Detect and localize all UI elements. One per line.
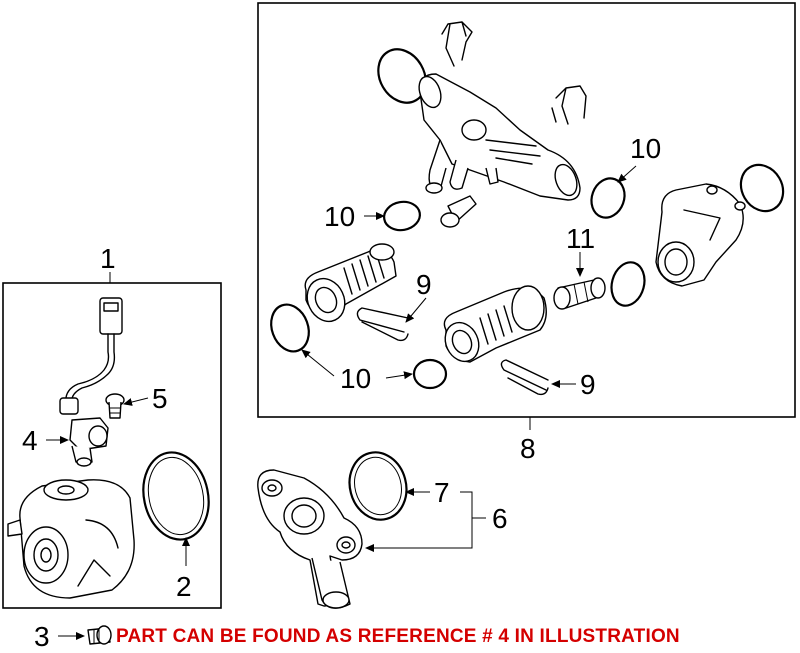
retaining-clip-right <box>551 85 587 125</box>
outlet-elbow <box>655 183 746 287</box>
callout-5: 5 <box>152 383 168 414</box>
o-ring-ref-10-c <box>270 303 310 353</box>
o-ring-ref-10-b <box>590 177 626 219</box>
callout-6: 6 <box>492 503 508 534</box>
arrow-10-c <box>301 349 335 377</box>
callout-2: 2 <box>176 571 192 602</box>
thermostat-housing <box>257 469 363 609</box>
bracket-6 <box>460 491 486 519</box>
callout-1: 1 <box>100 243 116 274</box>
callout-9-a: 9 <box>416 269 432 300</box>
group-box-1 <box>2 282 222 609</box>
fitting-ref-11 <box>553 277 606 310</box>
callout-8: 8 <box>520 433 536 464</box>
coolant-flange <box>418 73 581 201</box>
arrow-9-a <box>405 297 427 323</box>
hose-middle <box>443 285 547 363</box>
bolt-group-8 <box>440 195 477 228</box>
o-ring-top <box>377 48 427 104</box>
clip-ref-9-a <box>356 307 409 342</box>
retaining-clip-top <box>441 21 473 67</box>
o-ring-ref-7 <box>348 451 408 521</box>
callout-7: 7 <box>434 477 450 508</box>
arrow-10-b <box>617 165 637 183</box>
arrow-6 <box>365 518 473 552</box>
pump-housing <box>7 479 135 599</box>
bolt-ref-3 <box>87 625 112 645</box>
group-box-8 <box>257 2 796 418</box>
callout-9-b: 9 <box>580 369 596 400</box>
callout-3: 3 <box>34 621 50 652</box>
o-ring-ref-10-a <box>383 200 421 232</box>
callout-10-c: 10 <box>340 363 371 394</box>
temperature-sensor <box>69 417 109 467</box>
clip-ref-9-b <box>500 359 549 396</box>
callout-10-b: 10 <box>630 133 661 164</box>
arrow-10-d <box>385 371 413 380</box>
o-ring-right-large <box>739 163 785 213</box>
o-ring-ref-2 <box>142 451 210 541</box>
wire-harness-connector <box>59 297 123 415</box>
callout-10-a: 10 <box>324 201 355 232</box>
callout-4: 4 <box>22 425 38 456</box>
callout-11: 11 <box>566 223 595 254</box>
hose-left <box>304 243 397 323</box>
bolt-ref-5 <box>105 393 125 419</box>
arrow-5 <box>123 397 149 406</box>
reference-note: PART CAN BE FOUND AS REFERENCE # 4 IN IL… <box>116 626 680 647</box>
o-ring-mid <box>610 261 646 307</box>
o-ring-ref-10-d <box>412 358 448 390</box>
